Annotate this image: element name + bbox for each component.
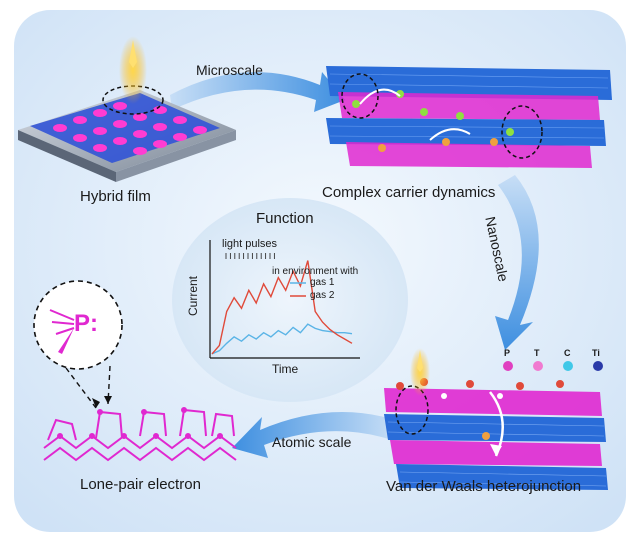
p-symbol: P:: [74, 310, 98, 337]
legend-c-dot: [563, 361, 573, 371]
legend-ti-label: Ti: [592, 348, 600, 358]
function-title: Function: [256, 210, 314, 227]
legend-p-label: P: [504, 348, 511, 358]
legend-gas-2-label: gas 2: [310, 290, 335, 301]
legend-c-label: C: [564, 348, 571, 358]
atomic-scale-label: Atomic scale: [272, 434, 352, 450]
series-line-1: [211, 323, 353, 355]
legend-p-dot: [503, 361, 513, 371]
atom-legend: [503, 361, 603, 371]
microscale-label: Microscale: [196, 62, 263, 78]
series-lines: [211, 260, 353, 355]
light-pulses-label: light pulses: [222, 238, 278, 250]
legend-ti-dot: [593, 361, 603, 371]
vdw-label: Van der Waals heterojunction: [386, 478, 582, 495]
lone-pair-label: Lone-pair electron: [80, 476, 201, 493]
nanoscale-arrow: [495, 175, 539, 350]
y-axis-label: Current: [186, 275, 200, 316]
atomic-scale-arrow: [232, 412, 395, 458]
light-pulse-ticks: [225, 253, 275, 259]
environment-label: in environment with: [272, 266, 359, 277]
legend-t-dot: [533, 361, 543, 371]
complex-carrier-label: Complex carrier dynamics: [322, 184, 496, 201]
carrier-dynamics-illustration: [326, 66, 612, 168]
current-time-chart: [209, 240, 360, 359]
vdw-heterojunction-illustration: [384, 348, 608, 490]
hybrid-film-label: Hybrid film: [80, 188, 151, 205]
series-line-2: [211, 260, 353, 355]
function-panel: [172, 198, 408, 402]
lone-pair-illustration: [33, 280, 237, 462]
hybrid-film-illustration: [18, 36, 236, 182]
legend-gas-1-label: gas 1: [310, 277, 335, 288]
function-panel-circle: [172, 198, 408, 402]
legend-t-label: T: [534, 348, 540, 358]
microscale-arrow: [170, 72, 345, 112]
x-axis-label: Time: [272, 362, 299, 376]
